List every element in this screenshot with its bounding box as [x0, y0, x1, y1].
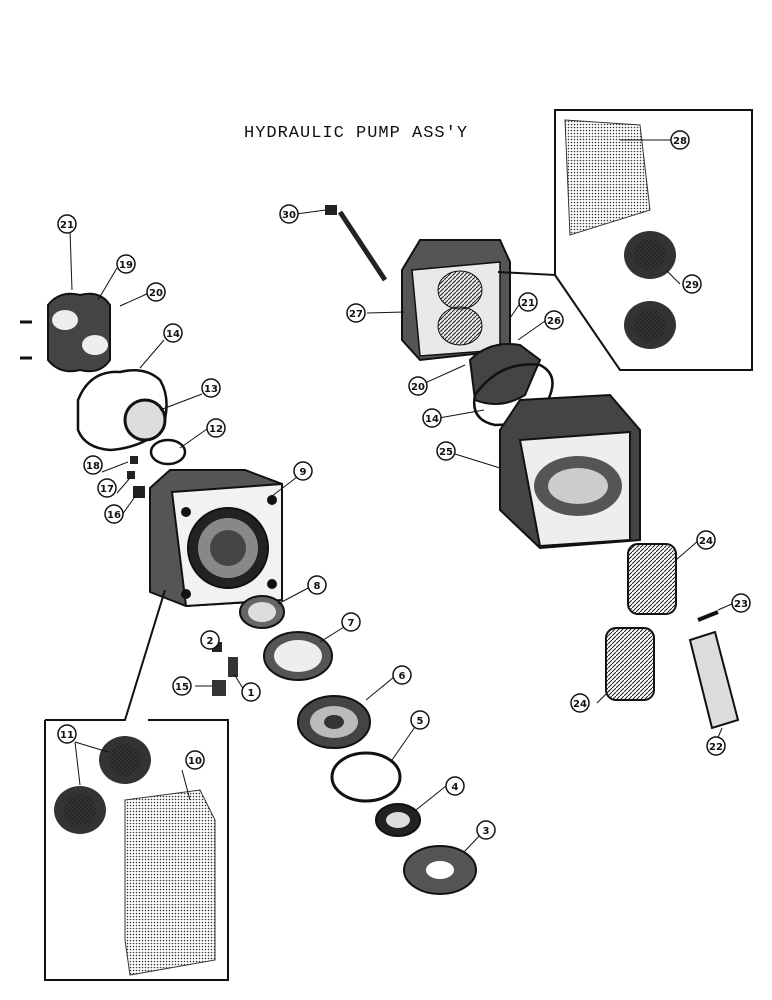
callout-26: 26 — [544, 310, 564, 330]
svg-text:6: 6 — [399, 671, 406, 682]
callout-5: 5 — [410, 710, 430, 730]
callout-8: 8 — [307, 575, 327, 595]
callout-20-left: 20 — [146, 282, 166, 302]
svg-text:16: 16 — [107, 510, 121, 521]
svg-text:22: 22 — [709, 742, 723, 753]
svg-text:14: 14 — [425, 414, 439, 425]
svg-text:3: 3 — [483, 826, 490, 837]
leader-lines — [69, 139, 735, 853]
gear-housing — [499, 393, 641, 550]
rear-cover-inset — [497, 109, 753, 371]
svg-text:10: 10 — [188, 756, 202, 767]
callout-11: 11 — [57, 724, 77, 744]
rear-cover — [401, 239, 511, 362]
callout-22: 22 — [706, 736, 726, 756]
callout-28: 28 — [670, 130, 690, 150]
svg-text:26: 26 — [547, 316, 561, 327]
callout-25: 25 — [436, 441, 456, 461]
wear-plate-left — [20, 292, 111, 373]
svg-text:15: 15 — [175, 682, 189, 693]
callout-3: 3 — [476, 820, 496, 840]
callout-20-right: 20 — [408, 376, 428, 396]
callout-13: 13 — [201, 378, 221, 398]
svg-text:11: 11 — [60, 730, 74, 741]
svg-text:21: 21 — [60, 220, 74, 231]
callout-9: 9 — [293, 461, 313, 481]
svg-text:23: 23 — [734, 599, 748, 610]
svg-text:7: 7 — [348, 618, 355, 629]
svg-text:20: 20 — [149, 288, 163, 299]
callout-1: 1 — [241, 682, 261, 702]
seal-ring-left — [76, 369, 168, 452]
callout-12: 12 — [206, 418, 226, 438]
svg-text:25: 25 — [439, 447, 453, 458]
svg-text:1: 1 — [248, 688, 255, 699]
callout-24-upper: 24 — [696, 530, 716, 550]
svg-text:24: 24 — [699, 536, 713, 547]
gears-and-shaft — [605, 543, 740, 730]
center-stack — [239, 595, 477, 895]
svg-text:19: 19 — [119, 260, 133, 271]
svg-text:17: 17 — [100, 484, 114, 495]
svg-text:14: 14 — [166, 329, 180, 340]
wear-plate-right — [468, 343, 542, 405]
front-housing — [149, 469, 283, 608]
svg-text:21: 21 — [521, 298, 535, 309]
callout-10: 10 — [185, 750, 205, 770]
callout-23: 23 — [731, 593, 751, 613]
bearing-inset — [44, 589, 229, 981]
svg-text:27: 27 — [349, 309, 363, 320]
callout-4: 4 — [445, 776, 465, 796]
svg-text:5: 5 — [417, 716, 424, 727]
svg-text:13: 13 — [204, 384, 218, 395]
svg-text:12: 12 — [209, 424, 223, 435]
callout-15: 15 — [172, 676, 192, 696]
svg-text:8: 8 — [314, 581, 321, 592]
svg-text:20: 20 — [411, 382, 425, 393]
bolt-30 — [325, 205, 388, 282]
callout-14-left: 14 — [163, 323, 183, 343]
callout-24-lower: 24 — [570, 693, 590, 713]
callout-30: 30 — [279, 204, 299, 224]
svg-text:4: 4 — [452, 782, 459, 793]
callout-16: 16 — [104, 504, 124, 524]
svg-text:2: 2 — [207, 636, 214, 647]
callout-29: 29 — [682, 274, 702, 294]
callout-21-left: 21 — [57, 214, 77, 234]
svg-text:29: 29 — [685, 280, 699, 291]
callout-27: 27 — [346, 303, 366, 323]
callout-14-right: 14 — [422, 408, 442, 428]
callout-18: 18 — [83, 455, 103, 475]
fittings — [127, 456, 238, 696]
svg-text:28: 28 — [673, 136, 687, 147]
svg-text:9: 9 — [300, 467, 307, 478]
callout-6: 6 — [392, 665, 412, 685]
callout-17: 17 — [97, 478, 117, 498]
diagram-title: HYDRAULIC PUMP ASS'Y — [244, 124, 469, 143]
svg-text:18: 18 — [86, 461, 100, 472]
o-ring-12 — [149, 438, 187, 466]
callout-19: 19 — [116, 254, 136, 274]
callout-21-right: 21 — [518, 292, 538, 312]
svg-text:30: 30 — [282, 210, 296, 221]
seal-13 — [123, 398, 167, 442]
callout-2: 2 — [200, 630, 220, 650]
callout-7: 7 — [341, 612, 361, 632]
svg-text:24: 24 — [573, 699, 587, 710]
